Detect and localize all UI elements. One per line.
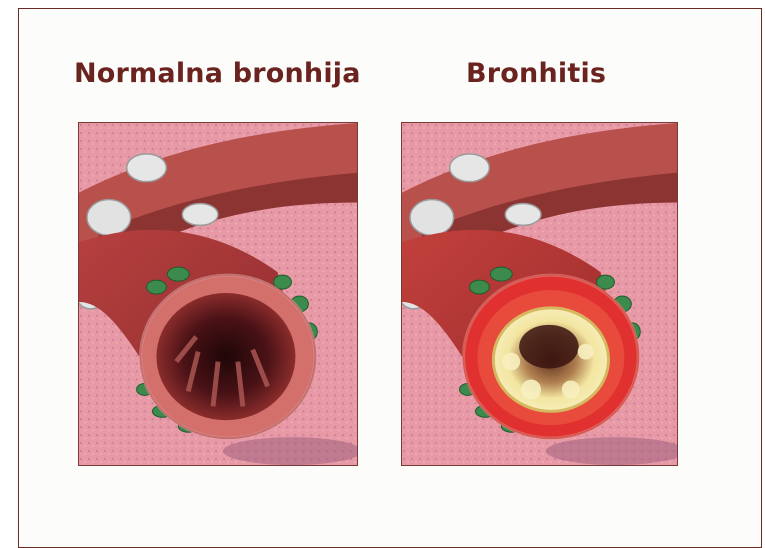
normal-bronchus-title: Normalna bronhija bbox=[74, 58, 361, 89]
cartilage-ring bbox=[87, 200, 131, 236]
cartilage-ring bbox=[505, 204, 541, 226]
shadow bbox=[223, 437, 357, 465]
cartilage-ring bbox=[410, 200, 454, 236]
bronchitis-svg bbox=[402, 123, 677, 465]
cartilage-ring bbox=[182, 204, 218, 226]
normal-bronchus-illustration bbox=[78, 122, 358, 466]
normal-bronchus-svg bbox=[79, 123, 357, 465]
narrowed-lumen bbox=[519, 325, 579, 369]
cartilage-ring bbox=[127, 154, 167, 182]
bronchitis-title: Bronhitis bbox=[466, 58, 606, 89]
cartilage-ring bbox=[450, 154, 490, 182]
bronchitis-illustration bbox=[401, 122, 678, 466]
